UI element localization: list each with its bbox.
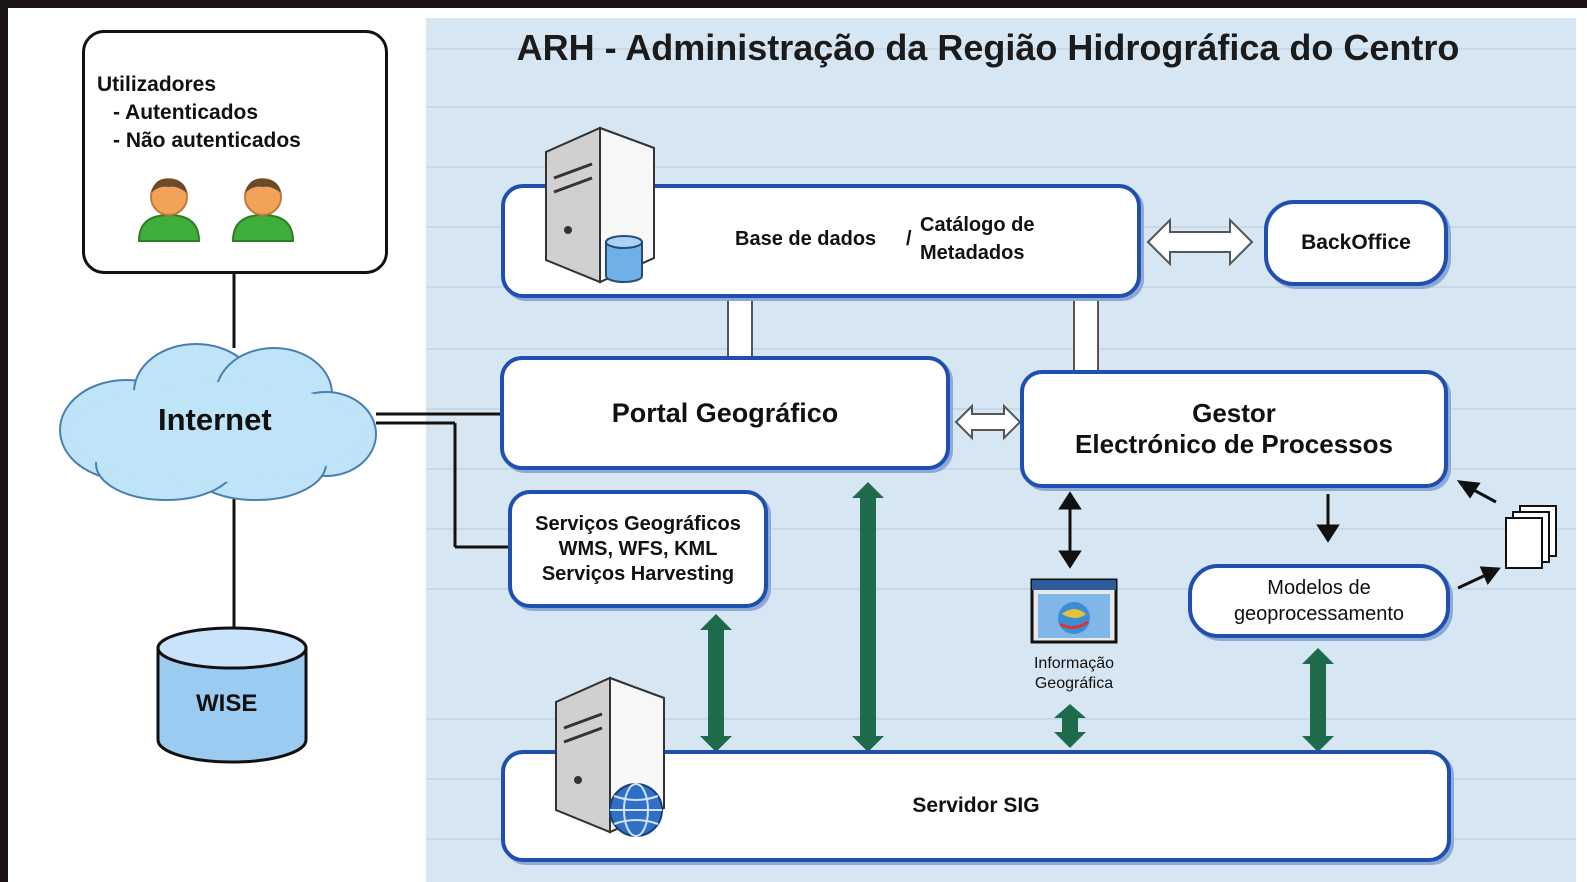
user-icon	[137, 178, 201, 242]
catalog-label-line2: Metadados	[920, 242, 1025, 264]
users-item-authenticated: - Autenticados	[113, 101, 259, 124]
portal-gestor-arrow	[954, 403, 1022, 441]
models-label-line1: Modelos de	[1267, 577, 1371, 599]
gestor-info-arrow-head-down	[1058, 550, 1082, 569]
documents-icon	[1505, 505, 1557, 569]
servicos-geograficos-box: Serviços Geográficos WMS, WFS, KML Servi…	[508, 490, 768, 608]
bg-line	[426, 468, 1576, 470]
user-icon	[231, 178, 295, 242]
diagram-canvas: ARH - Administração da Região Hidrográfi…	[8, 8, 1587, 882]
catalog-label-line1: Catálogo de	[920, 214, 1035, 236]
docs-gestor-arrow-head	[1456, 480, 1481, 499]
catalog-backoffice-arrow	[1146, 217, 1254, 267]
services-label-line3: Serviços Harvesting	[541, 562, 735, 585]
users-heading: Utilizadores	[97, 73, 217, 96]
modelos-geoprocessamento-box: Modelos de geoprocessamento	[1188, 564, 1450, 638]
info-label-line2: Geográfica	[1034, 675, 1114, 692]
bg-line	[426, 528, 1576, 530]
bg-line	[426, 48, 1576, 50]
bg-line	[426, 348, 1576, 350]
info-geografica-label: Informação Geográfica	[1020, 654, 1128, 694]
bg-line	[426, 106, 1576, 108]
models-docs-arrow	[1457, 572, 1489, 590]
models-server-arrow	[1302, 648, 1334, 752]
models-docs-arrow-head	[1479, 566, 1501, 585]
database-separator: /	[906, 228, 912, 250]
internet-label: Internet	[158, 402, 272, 437]
services-server-arrow	[700, 614, 732, 752]
services-label-line1: Serviços Geográficos	[535, 512, 741, 535]
info-server-arrow	[1054, 704, 1086, 748]
database-server-icon	[545, 126, 655, 284]
gestor-info-arrow-head-up	[1058, 491, 1082, 510]
gis-server-icon	[555, 676, 665, 837]
database-label: Base de dados	[735, 228, 877, 250]
backoffice-box: BackOffice	[1264, 200, 1448, 286]
bg-line	[426, 408, 1576, 410]
wise-label: WISE	[196, 690, 258, 717]
bg-line	[426, 588, 1576, 590]
gestor-label-line2: Electrónico de Processos	[1075, 429, 1393, 459]
info-label-line1: Informação	[1033, 655, 1115, 672]
map-window-icon	[1030, 578, 1118, 644]
models-label-line2: geoprocessamento	[1233, 603, 1405, 625]
gestor-models-arrow-head	[1316, 524, 1340, 543]
gestor-processos-box: Gestor Electrónico de Processos	[1020, 370, 1448, 488]
portal-server-arrow	[852, 482, 884, 752]
wise-database-icon	[156, 626, 308, 764]
portal-geografico-box: Portal Geográfico	[500, 356, 950, 470]
services-label-line2: WMS, WFS, KML	[558, 537, 718, 560]
bg-line	[426, 718, 1576, 720]
users-item-anonymous: - Não autenticados	[113, 129, 301, 152]
users-box: Utilizadores - Autenticados - Não autent…	[82, 30, 388, 274]
internet-cloud-icon	[59, 343, 377, 501]
gestor-label-line1: Gestor	[1192, 398, 1276, 428]
diagram-title: ARH - Administração da Região Hidrográfi…	[516, 27, 1460, 68]
bg-line	[426, 166, 1576, 168]
